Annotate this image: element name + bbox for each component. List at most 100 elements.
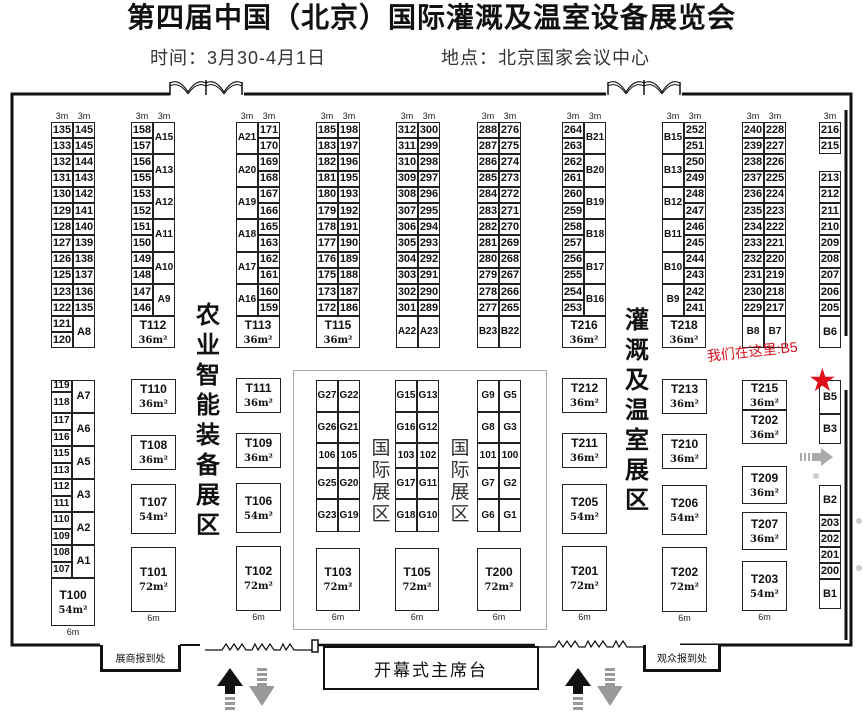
booth[interactable]: 296 <box>418 186 440 203</box>
booth[interactable]: 117 <box>51 413 72 430</box>
booth[interactable]: 250 <box>684 154 706 171</box>
booth[interactable]: 180 <box>316 186 338 203</box>
booth[interactable]: 262 <box>562 154 584 171</box>
booth[interactable]: 190 <box>338 235 360 252</box>
booth[interactable]: B6 <box>819 316 841 349</box>
booth[interactable]: G17 <box>395 468 417 499</box>
booth[interactable]: A5 <box>72 446 95 479</box>
booth[interactable]: 126 <box>51 251 73 268</box>
booth[interactable]: 120 <box>51 332 73 349</box>
booth[interactable]: 236 <box>742 186 764 203</box>
booth[interactable]: 189 <box>338 251 360 268</box>
booth[interactable]: 294 <box>418 219 440 236</box>
booth[interactable]: 252 <box>684 122 706 139</box>
booth[interactable]: 135 <box>73 300 95 317</box>
booth[interactable]: A8 <box>73 316 95 349</box>
booth[interactable]: A23 <box>418 316 440 349</box>
booth[interactable]: 119 <box>51 380 72 392</box>
booth[interactable]: 258 <box>562 219 584 236</box>
booth[interactable]: G12 <box>417 412 439 443</box>
booth[interactable]: G7 <box>477 468 499 499</box>
booth[interactable]: B21 <box>584 122 606 155</box>
booth[interactable]: G26 <box>316 412 338 443</box>
booth[interactable]: 152 <box>131 203 153 220</box>
booth[interactable]: 281 <box>477 235 499 252</box>
booth[interactable]: A10 <box>153 251 175 284</box>
booth[interactable]: 301 <box>396 300 418 317</box>
booth[interactable]: 131 <box>51 170 73 187</box>
booth[interactable]: 300 <box>418 122 440 139</box>
booth[interactable]: 242 <box>684 284 706 301</box>
booth[interactable]: A20 <box>236 154 258 187</box>
booth[interactable]: 188 <box>338 267 360 284</box>
booth[interactable]: G23 <box>316 499 338 532</box>
booth[interactable]: A17 <box>236 251 258 284</box>
booth[interactable]: 245 <box>684 235 706 252</box>
booth[interactable]: 162 <box>258 251 280 268</box>
booth[interactable]: B1 <box>819 579 841 609</box>
booth[interactable]: 144 <box>73 154 95 171</box>
booth[interactable]: G1 <box>499 499 521 532</box>
booth[interactable]: 265 <box>499 300 521 317</box>
booth[interactable]: 277 <box>477 300 499 317</box>
booth[interactable]: 163 <box>258 235 280 252</box>
booth[interactable]: B10 <box>662 251 684 284</box>
booth[interactable]: 260 <box>562 186 584 203</box>
booth[interactable]: 218 <box>764 284 786 301</box>
booth[interactable]: 196 <box>338 154 360 171</box>
booth[interactable]: 145 <box>73 138 95 155</box>
booth[interactable]: G6 <box>477 499 499 532</box>
booth[interactable]: 101 <box>477 443 499 468</box>
booth[interactable]: 166 <box>258 203 280 220</box>
booth[interactable]: 217 <box>764 300 786 317</box>
booth[interactable]: 309 <box>396 170 418 187</box>
booth[interactable]: 312 <box>396 122 418 139</box>
booth[interactable]: B5 <box>819 380 841 414</box>
booth[interactable]: 255 <box>562 267 584 284</box>
booth[interactable]: 227 <box>764 138 786 155</box>
booth[interactable]: 201 <box>819 547 841 563</box>
booth[interactable]: 246 <box>684 219 706 236</box>
booth[interactable]: 122 <box>51 300 73 317</box>
booth[interactable]: 172 <box>316 300 338 317</box>
booth[interactable]: 254 <box>562 284 584 301</box>
booth[interactable]: 259 <box>562 203 584 220</box>
booth[interactable]: 143 <box>73 170 95 187</box>
booth[interactable]: 253 <box>562 300 584 317</box>
booth[interactable]: 298 <box>418 154 440 171</box>
booth[interactable]: 203 <box>819 515 841 531</box>
booth[interactable]: 289 <box>418 300 440 317</box>
booth[interactable]: 187 <box>338 284 360 301</box>
booth[interactable]: 132 <box>51 154 73 171</box>
booth[interactable]: 103 <box>395 443 417 468</box>
booth[interactable]: 272 <box>499 186 521 203</box>
booth[interactable]: 171 <box>258 122 280 139</box>
booth[interactable]: 198 <box>338 122 360 139</box>
booth[interactable]: 133 <box>51 138 73 155</box>
booth[interactable]: 239 <box>742 138 764 155</box>
booth[interactable]: 249 <box>684 170 706 187</box>
booth[interactable]: G9 <box>477 380 499 412</box>
booth[interactable]: 220 <box>764 251 786 268</box>
booth[interactable]: 229 <box>742 300 764 317</box>
booth[interactable]: 181 <box>316 170 338 187</box>
booth[interactable]: 112 <box>51 479 72 496</box>
booth[interactable]: G11 <box>417 468 439 499</box>
booth[interactable]: B2 <box>819 485 841 515</box>
booth[interactable]: 183 <box>316 138 338 155</box>
booth[interactable]: A16 <box>236 284 258 317</box>
booth[interactable]: 179 <box>316 203 338 220</box>
booth[interactable]: 206 <box>819 284 841 301</box>
booth[interactable]: A2 <box>72 512 95 545</box>
booth[interactable]: 142 <box>73 186 95 203</box>
booth[interactable]: 161 <box>258 267 280 284</box>
booth[interactable]: 139 <box>73 235 95 252</box>
booth[interactable]: 176 <box>316 251 338 268</box>
